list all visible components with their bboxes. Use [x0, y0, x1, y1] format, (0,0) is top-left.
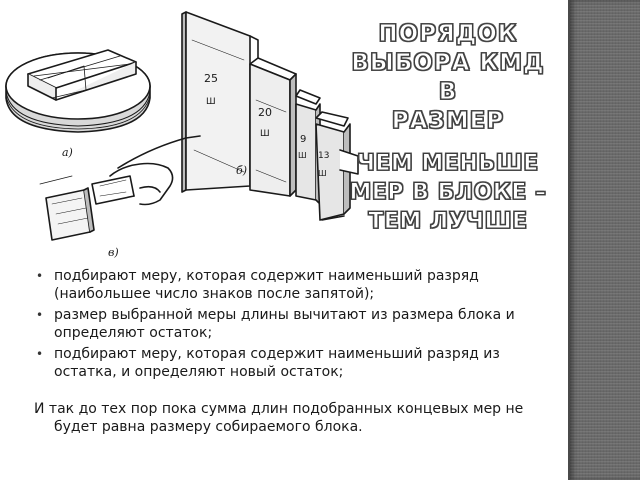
decorative-side-bar [568, 0, 640, 480]
figure-a-label: а) [62, 146, 73, 159]
bullet-item: • подбирают меру, которая содержит наиме… [34, 345, 534, 381]
block-9-label: 9 [300, 134, 306, 145]
bullet-text: подбирают меру, которая содержит наимень… [54, 268, 479, 302]
figure-v-label: в) [108, 246, 119, 259]
block-25-label: 25 [204, 72, 218, 85]
slide-title-line-1: ПОРЯДОК [378, 20, 518, 47]
bullet-item: • подбирают меру, которая содержит наиме… [34, 267, 534, 303]
closing-paragraph: И так до тех пор пока сумма длин подобра… [34, 401, 524, 435]
gauge-blocks-illustration: а) б) в) 25 Ш 20 Ш 9 Ш 13 Ш [5, 11, 359, 259]
bullet-item: • размер выбранной меры длины вычитают и… [34, 306, 534, 342]
bullet-text: размер выбранной меры длины вычитают из … [54, 307, 515, 341]
slide-subtitle-line-2: МЕР В БЛОКЕ – [349, 179, 547, 205]
block-20-label: 20 [258, 106, 272, 119]
figure-v-hand [39, 135, 201, 241]
bullet-dot-icon: • [36, 347, 44, 361]
block-25-mark: Ш [206, 97, 216, 107]
figure-b-block-stack [181, 11, 359, 221]
slide-subtitle-line-1: ЧЕМ МЕНЬШЕ [357, 150, 539, 176]
slide-title-line-3: РАЗМЕР [391, 107, 505, 134]
slide-subtitle: ЧЕМ МЕНЬШЕ МЕР В БЛОКЕ – ТЕМ ЛУЧШЕ [338, 149, 558, 236]
block-20-mark: Ш [260, 129, 270, 139]
block-13-label: 13 [318, 151, 329, 161]
figure-b-label: б) [236, 164, 247, 177]
slide-subtitle-line-3: ТЕМ ЛУЧШЕ [368, 208, 528, 234]
figure-a-plate [5, 49, 151, 133]
block-13-mark: Ш [318, 169, 327, 178]
bullet-dot-icon: • [36, 308, 44, 322]
bullet-text: подбирают меру, которая содержит наимень… [54, 346, 500, 380]
slide-title: ПОРЯДОК ВЫБОРА КМД В РАЗМЕР [340, 20, 556, 136]
block-9-mark: Ш [298, 151, 307, 160]
bullet-dot-icon: • [36, 269, 44, 283]
slide-title-line-2: ВЫБОРА КМД В [351, 49, 545, 105]
bullet-list: • подбирают меру, которая содержит наиме… [34, 267, 534, 384]
